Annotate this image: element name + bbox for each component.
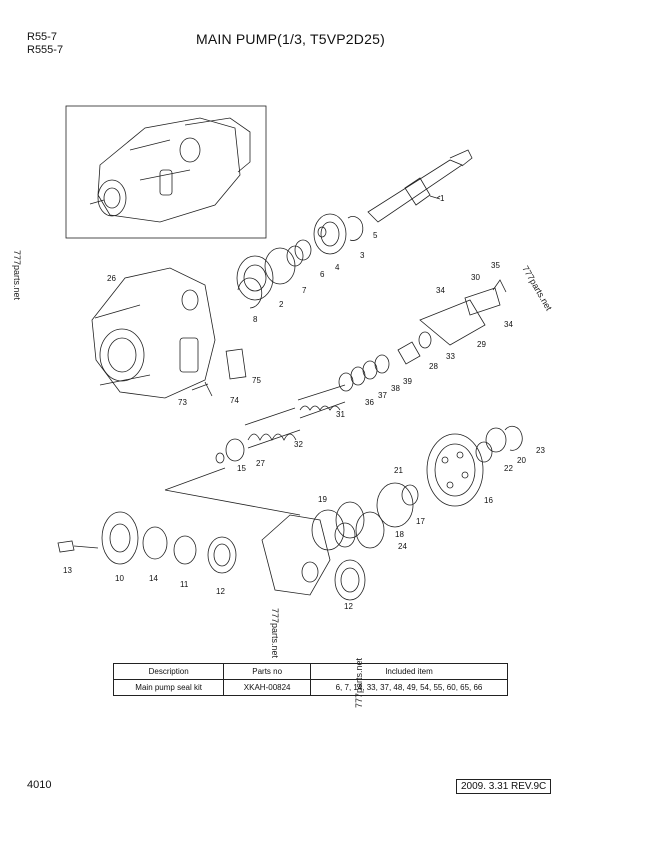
watermark: 777parts.net	[270, 608, 280, 659]
callout: 13	[63, 566, 72, 575]
callout: 22	[504, 464, 513, 473]
model-label-1: R55-7	[27, 31, 57, 43]
callout: 37	[378, 391, 387, 400]
callout: 8	[253, 315, 258, 324]
callout: 20	[517, 456, 526, 465]
callout: 16	[484, 496, 493, 505]
model-label-2: R555-7	[27, 44, 64, 56]
callout: 6	[320, 270, 325, 279]
callout: 34	[504, 320, 513, 329]
page-title: MAIN PUMP(1/3, T5VP2D25)	[196, 31, 385, 47]
callout: 33	[446, 352, 455, 361]
table-row: Main pump seal kit XKAH-00824 6, 7, 14, …	[112, 679, 509, 696]
callout: 30	[471, 273, 480, 282]
spring-32	[247, 433, 297, 441]
callout: 15	[237, 464, 246, 473]
page-number: 4010	[27, 779, 52, 791]
snap-ring-part	[347, 216, 364, 241]
callout: 38	[391, 384, 400, 393]
callout: 5	[373, 231, 378, 240]
callout: 73	[178, 398, 187, 407]
cylinder-block-part	[426, 433, 484, 507]
column-header: Included item	[309, 663, 509, 680]
callout: 19	[318, 495, 327, 504]
bearing-part	[313, 213, 347, 255]
seal-kit-table: Description Parts no Included item Main …	[112, 663, 509, 696]
callout: 34	[436, 286, 445, 295]
callout: 14	[149, 574, 158, 583]
callout: 1	[440, 194, 445, 203]
callout: 4	[335, 263, 340, 272]
callout: 3	[360, 251, 365, 260]
table-cell: 6, 7, 14, 33, 37, 48, 49, 54, 55, 60, 65…	[309, 679, 509, 696]
callout: 32	[294, 440, 303, 449]
callout-numbers: 1 2 3 4 5 6 7 8 12 12 13 10 14 11 15 16 …	[63, 194, 545, 611]
callout: 36	[365, 398, 374, 407]
callout: 29	[477, 340, 486, 349]
callout: 28	[429, 362, 438, 371]
callout: 11	[180, 580, 189, 589]
table-cell: XKAH-00824	[223, 679, 311, 696]
piston-group-part	[334, 501, 385, 549]
callout: 31	[336, 410, 345, 419]
callout: 26	[107, 274, 116, 283]
callout: 17	[416, 517, 425, 526]
column-header: Description	[112, 663, 225, 680]
callout: 75	[252, 376, 261, 385]
callout: 74	[230, 396, 239, 405]
callout: 12	[344, 602, 353, 611]
callout: 18	[395, 530, 404, 539]
callout: 7	[302, 286, 307, 295]
callout: 21	[394, 466, 403, 475]
revision-label: 2009. 3.31 REV.9C	[456, 779, 552, 794]
callout: 24	[398, 542, 407, 551]
callout: 27	[256, 459, 265, 468]
assembled-pump-illustration	[89, 117, 251, 223]
callout: 39	[403, 377, 412, 386]
column-header: Parts no	[223, 663, 311, 680]
callout: 23	[536, 446, 545, 455]
callout: 12	[216, 587, 225, 596]
inset-frame	[65, 105, 267, 239]
callout: 10	[115, 574, 124, 583]
pump-casing-part	[91, 267, 216, 399]
shaft-part	[367, 149, 473, 223]
watermark: 777parts.net	[520, 264, 554, 313]
spring-31	[299, 405, 341, 411]
callout: 2	[279, 300, 284, 309]
watermark: 777parts.net	[12, 250, 22, 301]
callout: 35	[491, 261, 500, 270]
table-cell: Main pump seal kit	[112, 679, 225, 696]
